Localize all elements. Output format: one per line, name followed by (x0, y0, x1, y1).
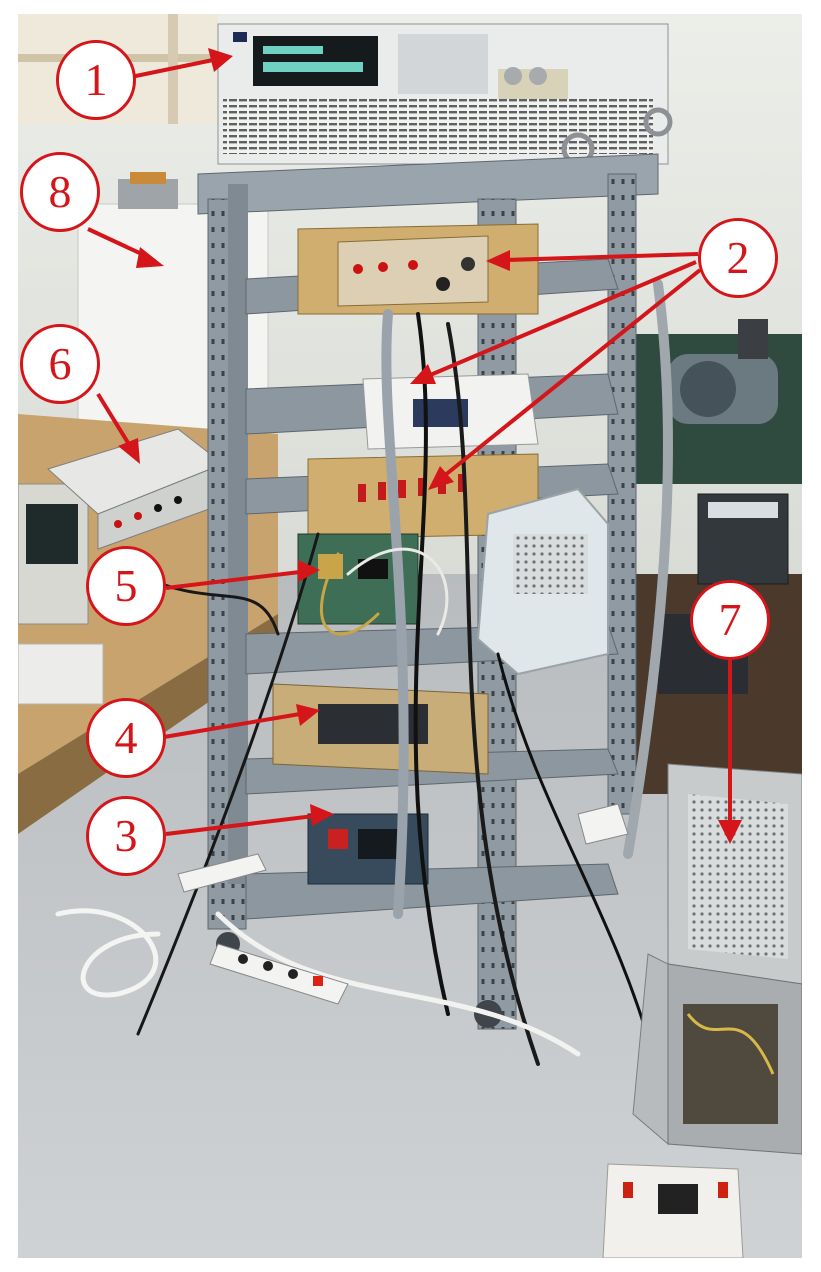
dc-electronic-load (217, 23, 673, 166)
callout-5: 5 (86, 546, 166, 626)
arrow-3 (165, 814, 315, 836)
arrow-8 (87, 227, 147, 258)
callout-7-label: 7 (718, 594, 742, 645)
callout-3: 3 (86, 796, 166, 876)
callout-3-label: 3 (114, 810, 138, 861)
arrow-1 (125, 58, 214, 80)
callout-2-label: 2 (726, 232, 750, 283)
converter-box-top (297, 223, 539, 315)
annotation-arrows (87, 48, 742, 844)
callout-4: 4 (86, 698, 166, 778)
cables (55, 279, 673, 1076)
transparent-enclosure (476, 487, 609, 676)
arrow-2c (442, 268, 702, 478)
motor-bench (618, 319, 802, 794)
arrow-6 (96, 392, 132, 448)
callout-5-label: 5 (114, 560, 138, 611)
callout-8-label: 8 (48, 166, 72, 217)
arrow-2b (427, 260, 697, 378)
callout-4-label: 4 (114, 712, 138, 763)
callout-8: 8 (20, 152, 100, 232)
lab-test-bench-photo (18, 14, 802, 1258)
callout-7: 7 (690, 580, 770, 660)
callout-6: 6 (20, 324, 100, 404)
terminal-box (602, 1163, 744, 1258)
dc-dc-board (307, 813, 429, 885)
power-strips (177, 803, 629, 1005)
callout-1: 1 (56, 40, 136, 120)
arrow-2a (505, 252, 699, 262)
arrow-4 (163, 712, 301, 739)
callout-6-label: 6 (48, 338, 72, 389)
inverter-box (272, 683, 489, 775)
callout-2: 2 (698, 218, 778, 298)
perforated-cabinet (632, 763, 802, 1155)
callout-1-label: 1 (84, 54, 108, 105)
arrow-5 (165, 570, 301, 590)
